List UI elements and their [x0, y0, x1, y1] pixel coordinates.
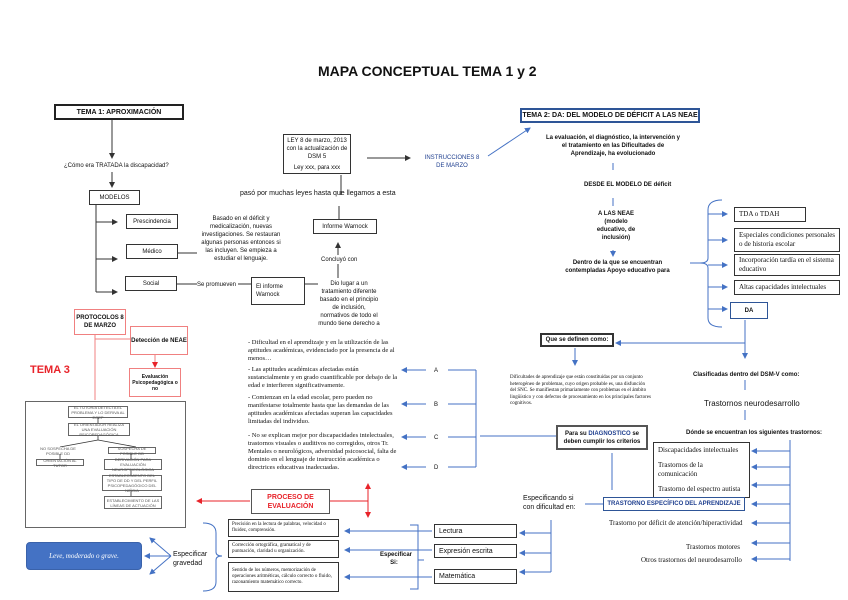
- flow-step-2: EL ORIENTADOR REALIZA UNA EVALUACIÓN PSI…: [68, 422, 130, 437]
- medico-description: Basado en el déficit y medicalización, n…: [201, 216, 281, 262]
- ley-box-line2: Ley xxx, para xxx: [293, 164, 341, 171]
- evaluacion-box: Evaluación Psicopedagógica o no: [129, 368, 181, 397]
- modelos-box: MODELOS: [89, 190, 140, 205]
- otros-trastornos: Otros trastornos del neurodesarrollo: [641, 556, 742, 564]
- instrucciones-label: INSTRUCCIONES 8 DE MARZO: [424, 155, 480, 169]
- a-las-label: A LAS NEAE (modelo educativo, de inclusi…: [596, 211, 636, 241]
- flow-step-4: ORIENTACIÓN AL TUTOR: [36, 458, 84, 468]
- area-matematica: Matemática: [434, 569, 517, 584]
- trastorno-tdah: Trastorno por déficit de atención/hipera…: [609, 519, 743, 527]
- flow-step-7: ESTABLECIMIENTO DEL TIPO DE DD Y DEL PER…: [102, 473, 162, 493]
- dio-lugar-text: Dio lugar a un tratamiento diferente bas…: [318, 281, 380, 327]
- flowchart-connectors: [59, 418, 137, 496]
- tema1-title: TEMA 1: APROXIMACIÓN: [54, 104, 184, 120]
- protocolos-box: PROTOCOLOS 8 DE MARZO: [74, 309, 126, 335]
- flow-step-8: ESTABLECIMIENTO DE LAS LÍNEAS DE ACTUACI…: [104, 496, 162, 509]
- apoyo-condiciones: Especiales condiciones personales o de h…: [734, 228, 840, 252]
- area-lectura: Lectura: [434, 524, 517, 538]
- modelo-prescindencia: Prescindencia: [126, 214, 178, 229]
- diagnostico-text: Para su DIAGNOSTICO se deben cumplir los…: [558, 430, 646, 446]
- flowchart-image: EL TUTOR/A DETECTA EL PROBLEMA Y LO DERI…: [25, 401, 186, 528]
- apoyo-altas: Altas capacidades intelectuales: [734, 280, 840, 295]
- area-expresion: Expresión escrita: [434, 544, 517, 558]
- tema1-question: ¿Cómo era TRATADA la discapacidad?: [64, 163, 169, 169]
- trastornos-motores: Trastornos motores: [686, 543, 740, 551]
- trastorno-discapacidades: Discapacidades intelectuales: [658, 446, 739, 454]
- trastorno-comunicacion: Trastornos de la comunicación: [658, 461, 703, 478]
- diagnostico-suffix: se deben cumplir los criterios: [563, 430, 641, 445]
- diagnostico-word: DIAGNOSTICO: [588, 430, 631, 437]
- informe-warnock-box: El informe Warnock: [251, 277, 305, 305]
- criterio-b-letter: B: [434, 402, 439, 408]
- modelo-social: Social: [125, 276, 177, 291]
- tema2-title: TEMA 2: DA: DEL MODELO DE DÉFICIT A LAS …: [520, 108, 700, 123]
- area-desc-matematica: Sentido de los números, memorización de …: [228, 562, 339, 592]
- definicion-text: Dificultades de aprendizaje que están co…: [510, 375, 651, 406]
- neurodesarrollo-label: Trastornos neurodesarrollo: [704, 399, 800, 408]
- criterio-a-text: - Las aptitudes académicas afectadas est…: [248, 366, 398, 389]
- dentro-label: Dentro de la que se encuentran contempla…: [565, 260, 670, 274]
- criterio-d-letter: D: [434, 465, 439, 471]
- criterio-c-letter: C: [434, 435, 439, 441]
- diagnostico-box: Para su DIAGNOSTICO se deben cumplir los…: [556, 425, 648, 450]
- ley-box-line1: LEY 8 de marzo, 2013 con la actualizació…: [286, 137, 348, 160]
- ley-box: LEY 8 de marzo, 2013 con la actualizació…: [283, 134, 351, 174]
- tema3-title: TEMA 3: [30, 364, 70, 376]
- que-se-definen-box: Que se definen como:: [540, 333, 614, 347]
- paso-por-label: pasó por muchas leyes hasta que llegamos…: [240, 190, 396, 197]
- flow-step-3: NO SOSPECHA DE POSIBLE DD: [30, 446, 86, 456]
- area-desc-lectura: Precisión en la lectura de palabras, vel…: [228, 519, 339, 537]
- area-desc-escritura: Corrección ortográfica, gramatical y de …: [228, 540, 339, 558]
- donde-label: Dónde se encuentran los siguientes trast…: [686, 430, 823, 436]
- flow-step-1: EL TUTOR/A DETECTA EL PROBLEMA Y LO DERI…: [68, 405, 128, 420]
- criterio-intro: - Dificultad en el aprendizaje y en la u…: [248, 339, 395, 362]
- apoyo-tda: TDA o TDAH: [734, 207, 806, 222]
- flow-step-6: DERIVACIÓN PARA EVALUACIÓN NEUROPSICOLÓG…: [104, 457, 162, 472]
- da-box: DA: [730, 302, 768, 319]
- especificar-si-label: Especificar Si:: [380, 552, 413, 566]
- trastornos-box: Discapacidades intelectuales Trastornos …: [653, 442, 750, 498]
- page-title: MAPA CONCEPTUAL TEMA 1 y 2: [318, 63, 537, 79]
- modelo-medico: Médico: [126, 244, 178, 259]
- gravedad-box: Leve, moderado o grave.: [26, 542, 142, 570]
- especificar-gravedad-label: Especificar gravedad: [173, 551, 208, 567]
- trastorno-autista: Trastorno del espectro autista: [658, 485, 741, 493]
- proceso-evaluacion-box: PROCESO DE EVALUACIÓN: [251, 489, 330, 514]
- criterio-a-letter: A: [434, 368, 439, 374]
- clasificadas-label: Clasificadas dentro del DSM-V como:: [693, 372, 800, 378]
- flow-step-5: SOSPECHA DE POSIBLE DD: [108, 446, 156, 456]
- evolucion-text: La evaluación, el diagnóstico, la interv…: [545, 135, 681, 157]
- especificando-label: Especificando si con dificultad en:: [523, 495, 576, 511]
- deteccion-box: Detección de NEAE: [130, 326, 188, 355]
- tea-box: TRASTORNO ESPECÍFICO DEL APRENDIZAJE: [603, 497, 745, 511]
- desde-label: DESDE EL MODELO DE déficit: [584, 182, 672, 188]
- apoyo-incorporacion: Incorporación tardía en el sistema educa…: [734, 254, 840, 276]
- criterio-c-text: - No se explican mejor por discapacidade…: [248, 432, 397, 471]
- criterio-b-text: - Comienzan en la edad escolar, pero pue…: [248, 394, 393, 425]
- concluyo-label: Concluyó con: [321, 257, 358, 263]
- diagnostico-prefix: Para su: [564, 430, 589, 437]
- se-promueven-label: Se promueven: [197, 282, 237, 288]
- informe-warnock-node: Informe Warnock: [313, 219, 377, 234]
